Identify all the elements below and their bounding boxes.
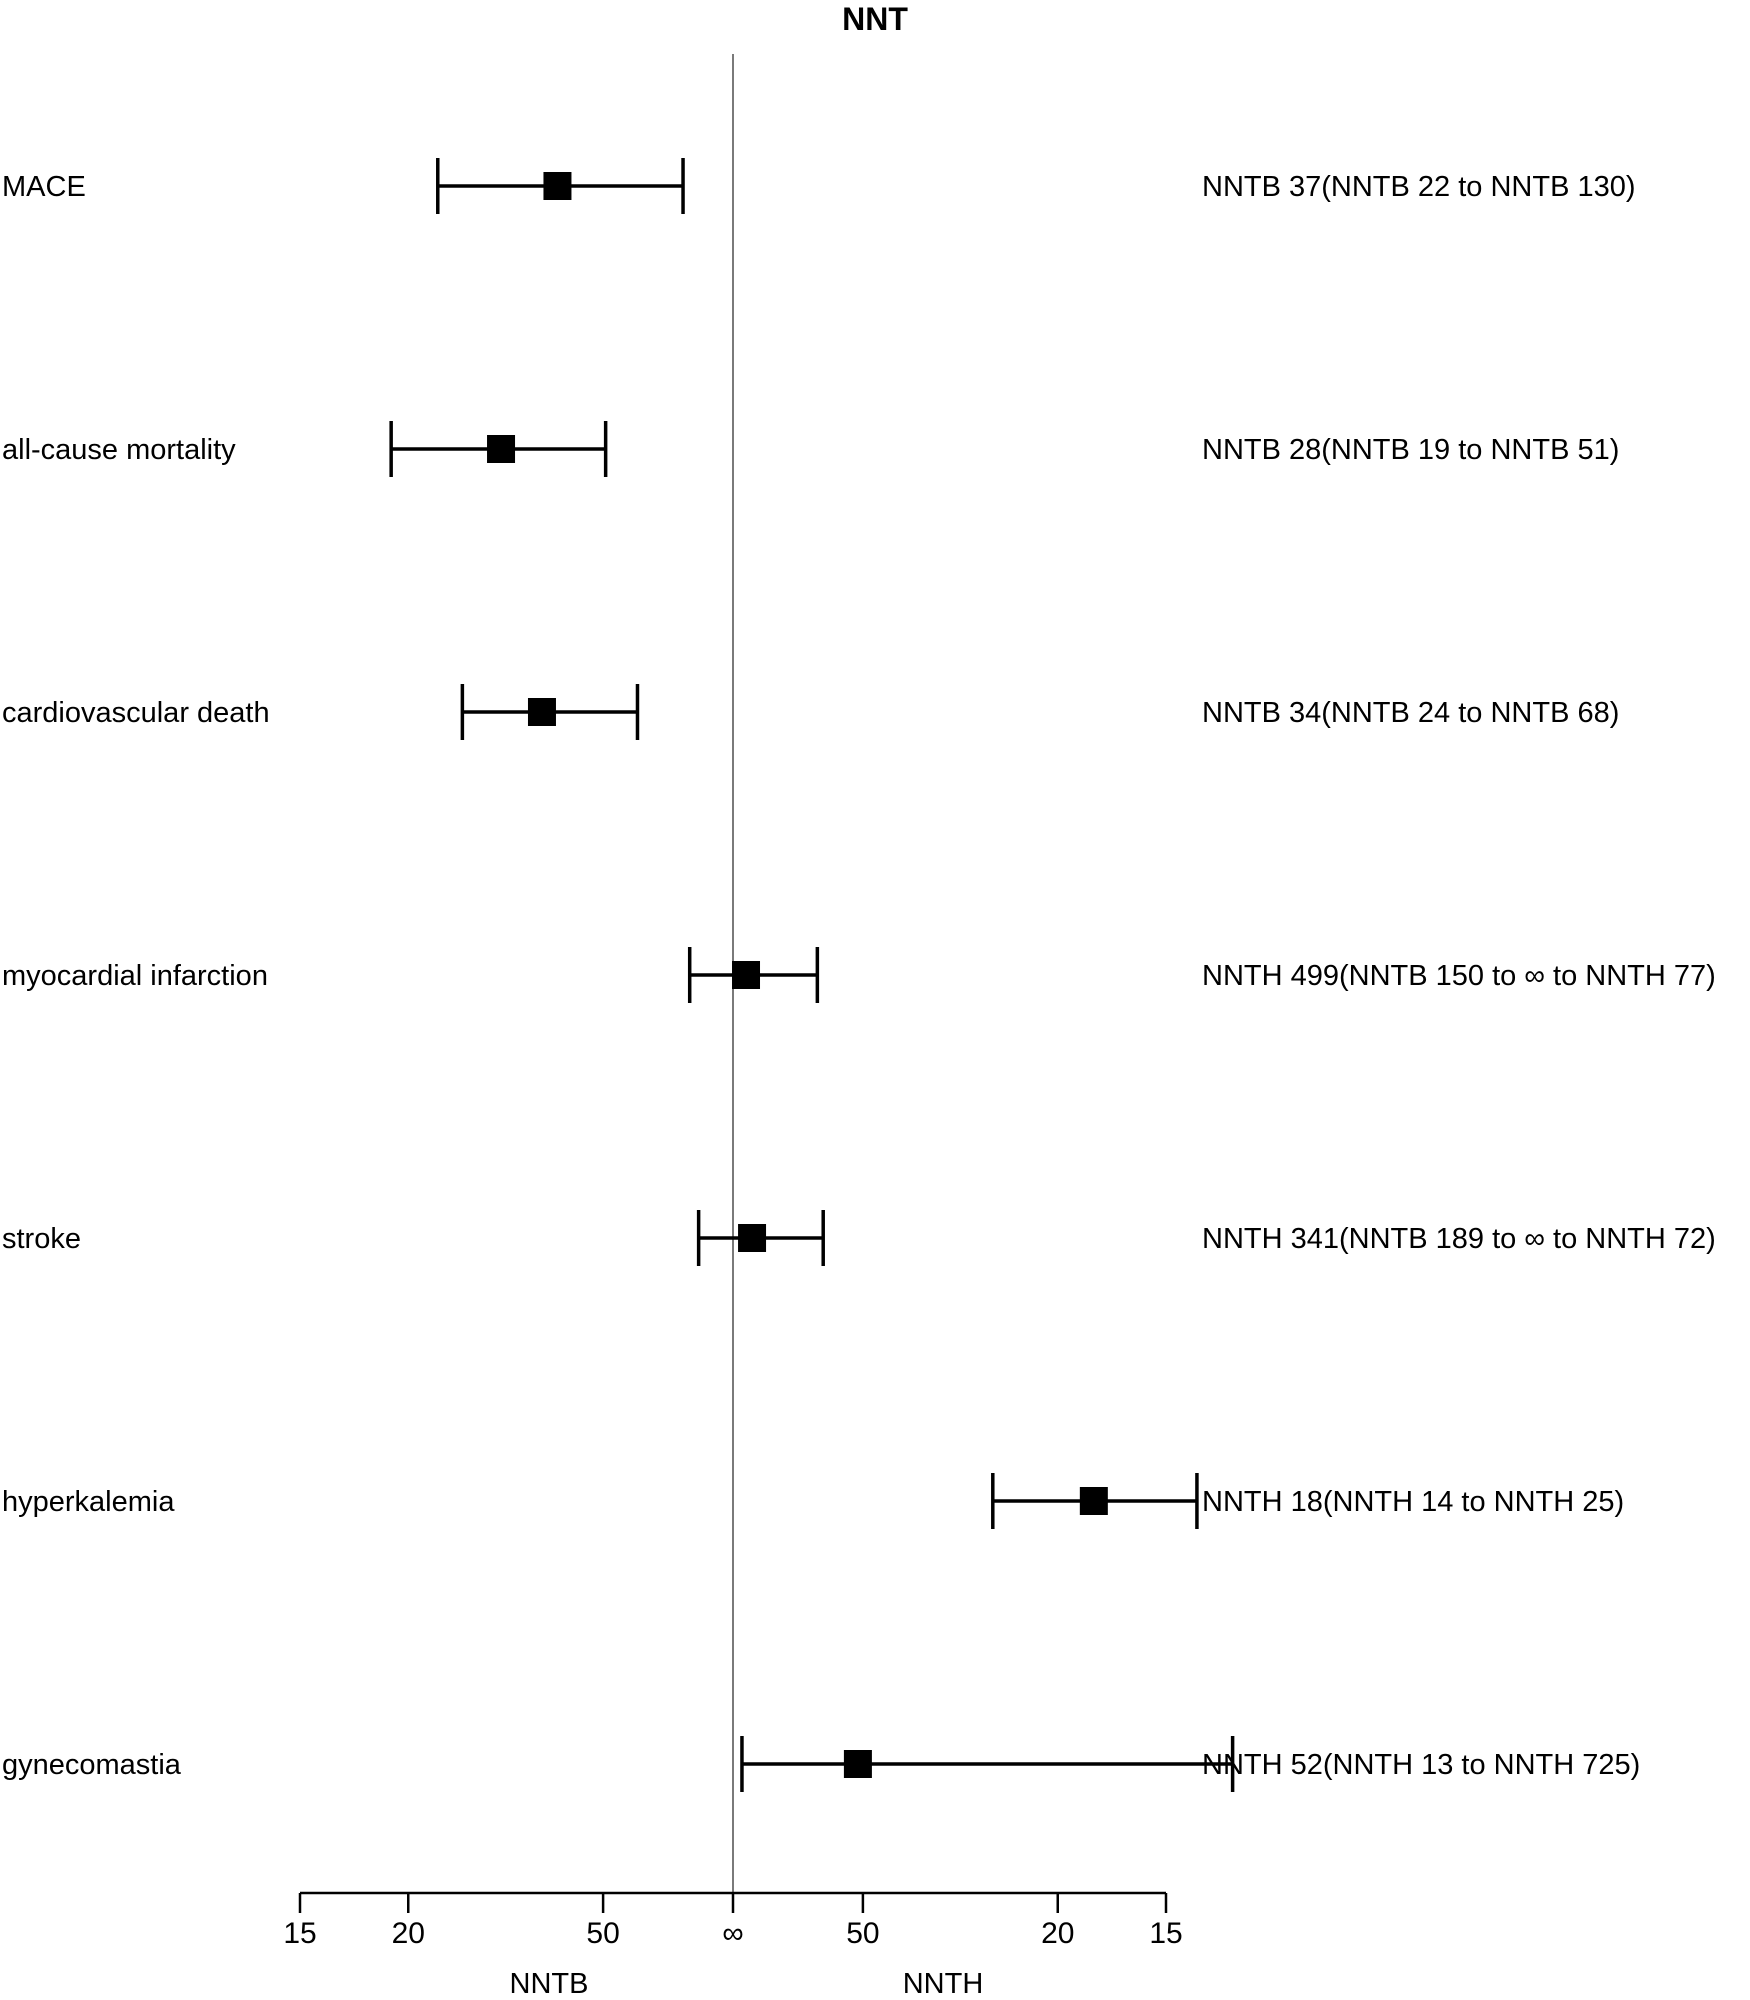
x-tick-label: 20 xyxy=(392,1917,425,1950)
ci-text: NNTH 499(NNTB 150 to ∞ to NNTH 77) xyxy=(1202,960,1716,992)
ci-text: NNTB 34(NNTB 24 to NNTB 68) xyxy=(1202,697,1619,729)
rows-layer: MACE NNTB 37(NNTB 22 to NNTB 130) all-caus… xyxy=(2,54,1716,1893)
point-estimate-marker xyxy=(732,961,761,989)
x-tick-label: 15 xyxy=(1149,1917,1182,1950)
x-tick-label: 50 xyxy=(846,1917,879,1950)
ci-text: NNTH 52(NNTH 13 to NNTH 725) xyxy=(1202,1749,1640,1781)
row-label: hyperkalemia xyxy=(2,1486,175,1518)
forest-row: myocardial infarction NNTH 499(NNTB 150 t… xyxy=(2,947,1716,1003)
x-tick-label: 15 xyxy=(283,1917,316,1950)
row-label: myocardial infarction xyxy=(2,960,268,992)
point-estimate-marker xyxy=(527,698,556,726)
x-tick-label: 50 xyxy=(586,1917,619,1950)
point-estimate-marker xyxy=(487,435,516,463)
ci-text: NNTB 28(NNTB 19 to NNTB 51) xyxy=(1202,434,1619,466)
point-estimate-marker xyxy=(543,172,572,200)
nnth-axis-label: NNTH xyxy=(903,1968,984,2000)
row-label: stroke xyxy=(2,1223,81,1255)
point-estimate-marker xyxy=(738,1224,767,1252)
ci-text: NNTB 37(NNTB 22 to NNTB 130) xyxy=(1202,171,1636,203)
chart-title: NNT xyxy=(842,1,908,37)
forest-row: hyperkalemia NNTH 18(NNTH 14 to NNTH 25) xyxy=(2,1473,1624,1529)
forest-row: stroke NNTH 341(NNTB 189 to ∞ to NNTH 72) xyxy=(2,1210,1716,1266)
ci-text: NNTH 18(NNTH 14 to NNTH 25) xyxy=(1202,1486,1624,1518)
row-label: cardiovascular death xyxy=(2,697,270,729)
row-label: all-cause mortality xyxy=(2,434,236,466)
nntb-axis-label: NNTB xyxy=(510,1968,589,2000)
row-label: MACE xyxy=(2,171,86,203)
forest-row: gynecomastia NNTH 52(NNTH 13 to NNTH 725) xyxy=(2,1736,1640,1792)
ci-text: NNTH 341(NNTB 189 to ∞ to NNTH 72) xyxy=(1202,1223,1716,1255)
x-tick-label: ∞ xyxy=(722,1917,743,1950)
forest-row: all-cause mortality NNTB 28(NNTB 19 to NN… xyxy=(2,421,1619,477)
row-label: gynecomastia xyxy=(2,1749,182,1781)
forest-row: cardiovascular death NNTB 34(NNTB 24 to N… xyxy=(2,684,1619,740)
x-tick-label: 20 xyxy=(1041,1917,1074,1950)
point-estimate-marker xyxy=(843,1750,872,1778)
point-estimate-marker xyxy=(1079,1487,1108,1515)
forest-row: MACE NNTB 37(NNTB 22 to NNTB 130) xyxy=(2,158,1636,214)
